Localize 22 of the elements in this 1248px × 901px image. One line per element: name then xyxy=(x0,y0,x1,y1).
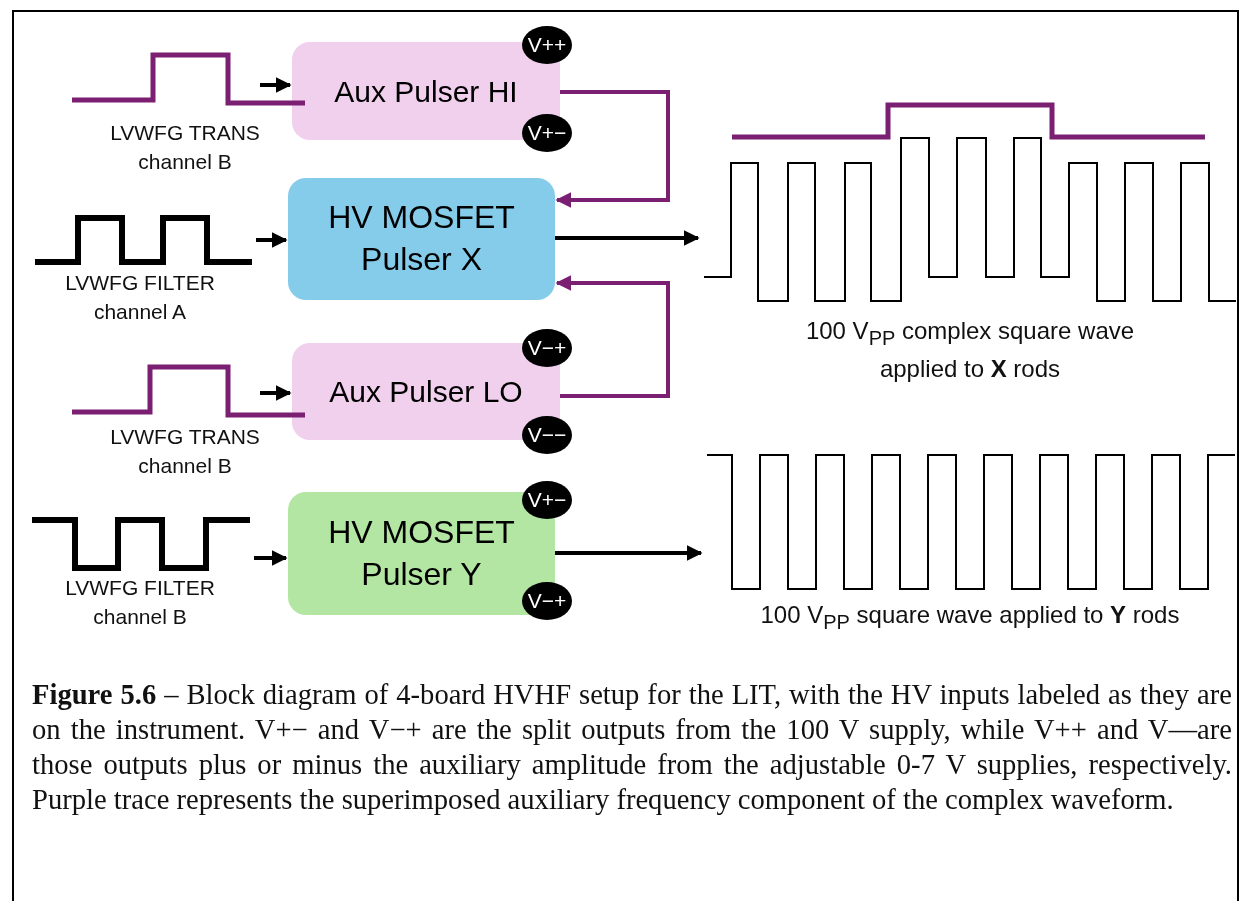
waveform-label: LVWFG TRANS channel B xyxy=(109,424,261,480)
voltage-input-badge: V−+ xyxy=(522,329,572,367)
waveform-label: 100 V$_{PP}$ square wave applied to Y rods xyxy=(759,600,1181,635)
waveform-label: LVWFG FILTER channel A xyxy=(64,270,216,326)
caption: Figure 5.6 – Block diagram of 4-board HVHF setup for the LIT, with the HV inputs labeled as they are on the instrument. V+− and V−+ are the split outputs from the 100 V supply, while V++ and V—are those outputs plus or minus the auxiliary amplitude from the adjustable 0-7 V supplies, respectively. Purple trace represents the superimposed auxiliary frequency component of the complex waveform. xyxy=(32,678,1232,817)
waveform-label: LVWFG FILTER channel B xyxy=(64,575,216,631)
voltage-input-badge: V−− xyxy=(522,416,572,454)
voltage-input-badge: V++ xyxy=(522,26,572,64)
voltage-input-badge: V−+ xyxy=(522,582,572,620)
waveform-label: LVWFG TRANS channel B xyxy=(109,120,261,176)
arrow xyxy=(555,545,703,561)
arrow xyxy=(256,232,288,248)
arrow xyxy=(254,550,288,566)
waveform-label: 100 V$_{PP}$ complex square wave applied to X rods xyxy=(804,316,1136,384)
arrow xyxy=(555,90,670,208)
arrow xyxy=(260,385,292,401)
voltage-input-badge: V+− xyxy=(522,114,572,152)
arrow xyxy=(260,77,292,93)
voltage-input-badge: V+− xyxy=(522,481,572,519)
arrow xyxy=(555,230,700,246)
arrow xyxy=(555,275,670,398)
pulser-block: HV MOSFET Pulser X xyxy=(288,178,555,300)
